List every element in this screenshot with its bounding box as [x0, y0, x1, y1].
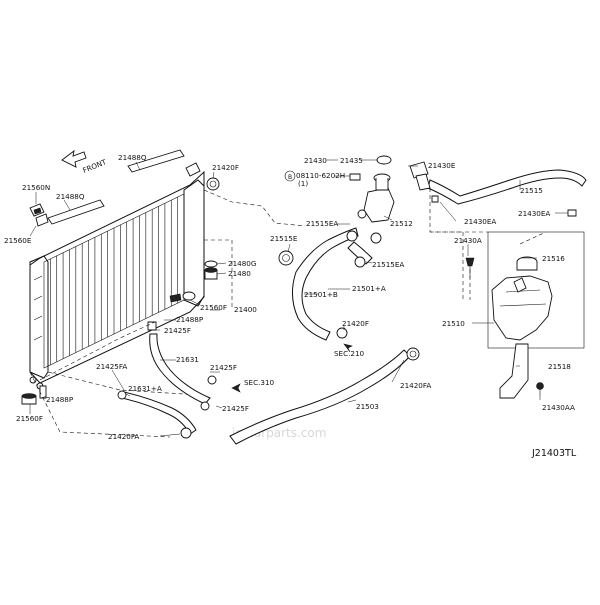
drawing-code: J21403TL [531, 448, 577, 459]
callout-21560N: 21560N [22, 183, 50, 192]
radiator-core [29, 149, 205, 390]
callout-21400: 21400 [234, 305, 257, 314]
callout-21631: 21631 [176, 355, 199, 364]
callout-21430E: 21430E [428, 161, 456, 170]
front-direction-arrow: FRONT [61, 149, 108, 175]
upper-hose-21501 [278, 227, 382, 341]
callout-21425FA: 21425FA [96, 362, 127, 371]
callout-21430AA: 21430AA [542, 403, 575, 412]
callout-21488P-mid: 21488P [176, 315, 204, 324]
reservoir-group-frame [487, 231, 585, 349]
callout-21515: 21515 [520, 186, 543, 195]
lower-hose-21631 [117, 333, 217, 439]
callout-21560F-mid: 21560F [200, 303, 227, 312]
callout-21501B: 21501+B [304, 290, 338, 299]
callout-21560F-low: 21560F [16, 414, 43, 423]
callout-bolt-qty: (1) [298, 179, 308, 188]
callout-21480: 21480 [228, 269, 251, 278]
callout-21512: 21512 [390, 219, 413, 228]
callout-21518: 21518 [548, 362, 571, 371]
callout-21631A: 21631+A [128, 384, 162, 393]
callout-21420FA-low: 21420FA [108, 432, 139, 441]
callout-bolt-code: 08110-6202H [296, 171, 345, 180]
section-arrows [231, 343, 353, 393]
callout-21430EA-b: 21430EA [518, 209, 550, 218]
callout-21488Q-left: 21488Q [56, 192, 85, 201]
callout-21503: 21503 [356, 402, 379, 411]
callout-21430: 21430 [304, 156, 327, 165]
lower-hose-21503 [229, 347, 420, 445]
callout-21560E: 21560E [4, 236, 32, 245]
callout-21515EA-top: 21515EA [306, 219, 338, 228]
callout-21425F-b: 21425F [210, 363, 237, 372]
callout-21435: 21435 [340, 156, 363, 165]
callout-21488P-low: 21488P [46, 395, 74, 404]
callout-21516: 21516 [542, 254, 565, 263]
reservoir-hose-21515 [409, 161, 587, 217]
callout-21480G: 21480G [228, 259, 256, 268]
callout-sec310: SEC.310 [244, 378, 275, 387]
callout-21515E: 21515E [270, 234, 298, 243]
callout-21420F-top: 21420F [212, 163, 239, 172]
callout-21515EA-mid: 21515EA [372, 260, 404, 269]
reference-lines [29, 188, 547, 438]
callout-21430EA-a: 21430EA [464, 217, 496, 226]
thermostat-housing [346, 173, 395, 242]
callout-21420F-mid: 21420F [342, 319, 369, 328]
front-label: FRONT [81, 157, 108, 175]
callout-21420FA-right: 21420FA [400, 381, 431, 390]
sensor-bolts: B [284, 155, 392, 182]
callout-21425F-a: 21425F [164, 326, 191, 335]
callout-sec210: SEC.210 [334, 349, 365, 358]
leader-lines [29, 159, 568, 437]
svg-text:B: B [288, 174, 292, 181]
callout-21488Q-top: 21488Q [118, 153, 147, 162]
callout-21425F-c: 21425F [222, 404, 249, 413]
callout-labels: 21488Q 21560N 21488Q 21560E 21420F 21480… [4, 153, 575, 441]
callout-21510: 21510 [442, 319, 465, 328]
callout-21501A: 21501+A [352, 284, 386, 293]
mount-parts [21, 177, 220, 405]
reservoir-tank [465, 256, 553, 399]
callout-21430A: 21430A [454, 236, 482, 245]
